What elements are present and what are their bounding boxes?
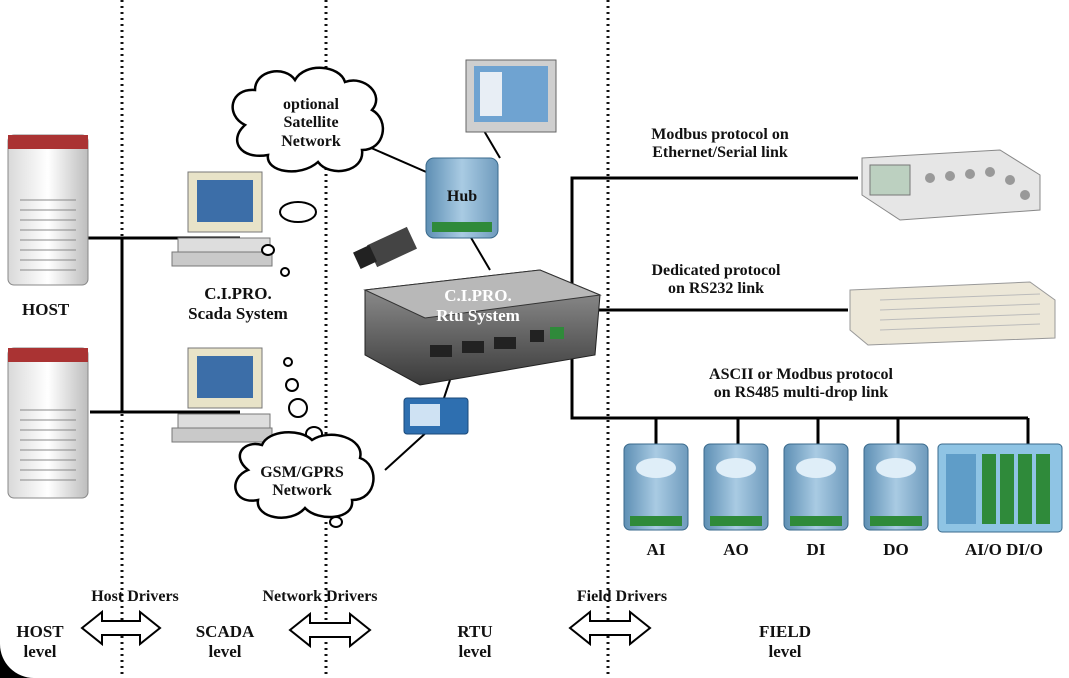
oscilloscope-icon <box>861 149 1041 221</box>
host-server-icon <box>7 347 89 499</box>
scada-system-label: C.I.PRO.Scada System <box>188 284 288 323</box>
workstation-icon <box>171 347 273 443</box>
satellite-network-cloud <box>231 66 385 173</box>
io-module-ai-icon <box>623 443 689 531</box>
host-label: HOST <box>22 300 70 319</box>
io-module-aio-dio-icon <box>937 443 1063 533</box>
io-label-ai: AI <box>646 540 666 559</box>
rtu-device-icon <box>363 269 602 386</box>
io-module-di-icon <box>783 443 849 531</box>
host-drivers-label: Host Drivers <box>91 588 179 605</box>
level-separators <box>120 0 610 678</box>
thought-bubble-icon <box>261 201 343 528</box>
host-server-icon <box>7 134 89 286</box>
io-label-di: DI <box>806 540 826 559</box>
gsm-network-cloud <box>234 430 375 519</box>
rtu-system-label: C.I.PRO.Rtu System <box>436 286 520 325</box>
io-label-ao: AO <box>723 540 749 559</box>
io-label-aio-dio: AI/O DI/O <box>965 540 1043 559</box>
workstation-icon <box>171 171 273 267</box>
touch-panel-icon <box>465 59 557 133</box>
io-module-do-icon <box>863 443 929 531</box>
io-label-do: DO <box>883 540 909 559</box>
io-module-icons <box>623 443 1063 533</box>
field-drivers-label: Field Drivers <box>576 588 668 605</box>
camera-icon <box>353 226 418 269</box>
rack-device-icon <box>849 281 1056 346</box>
network-drivers-label: Network Drivers <box>262 588 378 605</box>
double-arrow-icons <box>80 609 652 649</box>
hub-label: Hub <box>446 188 478 205</box>
io-module-ao-icon <box>703 443 769 531</box>
hub-icon <box>425 157 499 239</box>
gsm-modem-icon <box>403 397 469 435</box>
